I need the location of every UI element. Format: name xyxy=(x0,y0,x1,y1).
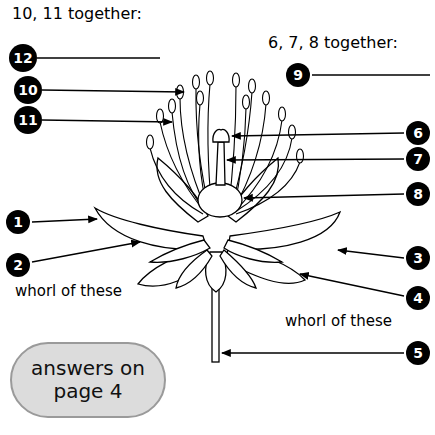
callout-number: 9 xyxy=(286,63,310,87)
part-label: 10, 11 together: xyxy=(12,4,142,23)
anthers xyxy=(147,71,304,163)
answer-note: answers on page 4 xyxy=(10,342,166,418)
node-text: 8 xyxy=(413,186,423,202)
part-label: whorl of these xyxy=(15,282,122,300)
node-text: 1 xyxy=(13,214,23,230)
callout-number: 11 xyxy=(14,106,42,134)
node-text: 5 xyxy=(413,345,423,361)
callout-number: 7 xyxy=(406,147,430,171)
node-text: 4 xyxy=(413,290,423,306)
part-label: whorl of these xyxy=(285,312,392,330)
node-text: 11 xyxy=(18,112,37,128)
node-text: 10 xyxy=(18,82,37,98)
callout-number: 12 xyxy=(9,44,37,72)
part-label: 6, 7, 8 together: xyxy=(268,33,398,52)
callout-number: 10 xyxy=(14,76,42,104)
callout-number: 8 xyxy=(406,182,430,206)
node-text: 6 xyxy=(413,125,423,141)
node-text: answers on page 4 xyxy=(26,357,150,403)
callout-number: 1 xyxy=(6,210,30,234)
node-text: 2 xyxy=(13,257,23,273)
node-text: 7 xyxy=(413,151,423,167)
node-text: 3 xyxy=(413,250,423,266)
callout-number: 2 xyxy=(6,253,30,277)
callout-number: 6 xyxy=(406,121,430,145)
callout-number: 4 xyxy=(406,286,430,310)
node-text: 12 xyxy=(13,50,32,66)
leader-lines xyxy=(32,58,430,353)
callout-number: 5 xyxy=(406,341,430,365)
pistil xyxy=(198,130,242,218)
callout-number: 3 xyxy=(406,246,430,270)
node-text: 9 xyxy=(293,67,303,83)
